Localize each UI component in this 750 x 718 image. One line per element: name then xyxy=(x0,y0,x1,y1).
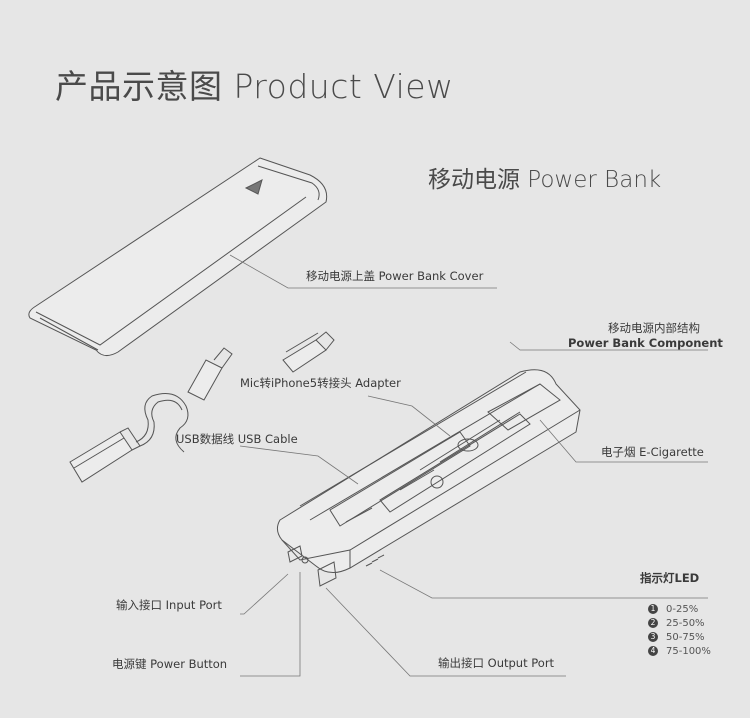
led-level-range: 75-100% xyxy=(666,646,711,657)
led-level-number: 1 xyxy=(648,604,658,614)
led-level-row: 2 25-50% xyxy=(648,618,711,629)
led-legend: 1 0-25% 2 25-50% 3 50-75% 4 75-100% xyxy=(648,604,711,657)
led-level-row: 4 75-100% xyxy=(648,646,711,657)
product-subtitle: 移动电源 Power Bank xyxy=(428,167,662,193)
label-e-cigarette: 电子烟 E-Cigarette xyxy=(601,445,704,459)
page-title: 产品示意图 Product View xyxy=(55,67,454,106)
label-input-port: 输入接口 Input Port xyxy=(116,598,222,612)
led-level-number: 2 xyxy=(648,618,658,628)
led-level-number: 3 xyxy=(648,632,658,642)
usb-cable-drawing xyxy=(69,347,233,483)
label-led: 指示灯LED xyxy=(640,571,700,585)
led-level-range: 25-50% xyxy=(666,618,705,629)
label-usb-cable: USB数据线 USB Cable xyxy=(176,432,298,446)
label-power-bank-cover: 移动电源上盖 Power Bank Cover xyxy=(306,269,484,283)
led-level-row: 3 50-75% xyxy=(648,632,711,643)
label-output-port: 输出接口 Output Port xyxy=(438,656,555,670)
label-adapter: Mic转iPhone5转接头 Adapter xyxy=(240,376,401,390)
power-bank-body-drawing xyxy=(276,369,581,587)
led-level-number: 4 xyxy=(648,646,658,656)
led-level-row: 1 0-25% xyxy=(648,604,711,615)
adapter-drawing xyxy=(282,331,335,373)
led-level-range: 50-75% xyxy=(666,632,705,643)
label-component-cn: 移动电源内部结构 xyxy=(608,321,700,335)
label-power-button: 电源键 Power Button xyxy=(112,657,228,671)
leader-lines xyxy=(229,254,708,677)
led-level-range: 0-25% xyxy=(666,604,699,615)
power-bank-cover-drawing xyxy=(28,157,328,356)
label-component-en: Power Bank Component xyxy=(568,336,723,350)
